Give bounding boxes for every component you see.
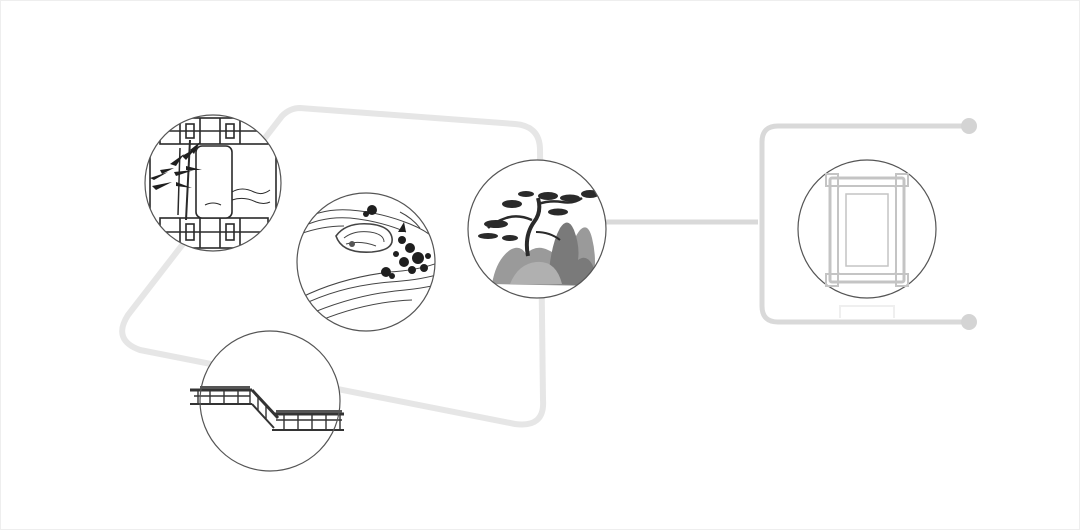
connector-endpoint-bottom xyxy=(961,314,977,330)
lattice-window-bamboo-icon xyxy=(149,117,277,249)
pine-rockery-icon xyxy=(478,190,599,286)
node-window-frame xyxy=(797,159,937,318)
connector-bracket xyxy=(759,123,968,325)
node-covered-corridor xyxy=(190,330,344,472)
connector-endpoint-top xyxy=(961,118,977,134)
node-pond-landscape xyxy=(296,192,436,332)
pond-landscape-icon xyxy=(299,209,435,325)
node-lattice-window-bamboo xyxy=(144,114,282,252)
garden-boundary-path xyxy=(119,105,547,428)
window-frame-reflection xyxy=(839,305,895,318)
covered-corridor-icon xyxy=(190,388,344,431)
node-pine-rockery xyxy=(467,159,607,299)
window-frame-icon xyxy=(825,173,909,287)
